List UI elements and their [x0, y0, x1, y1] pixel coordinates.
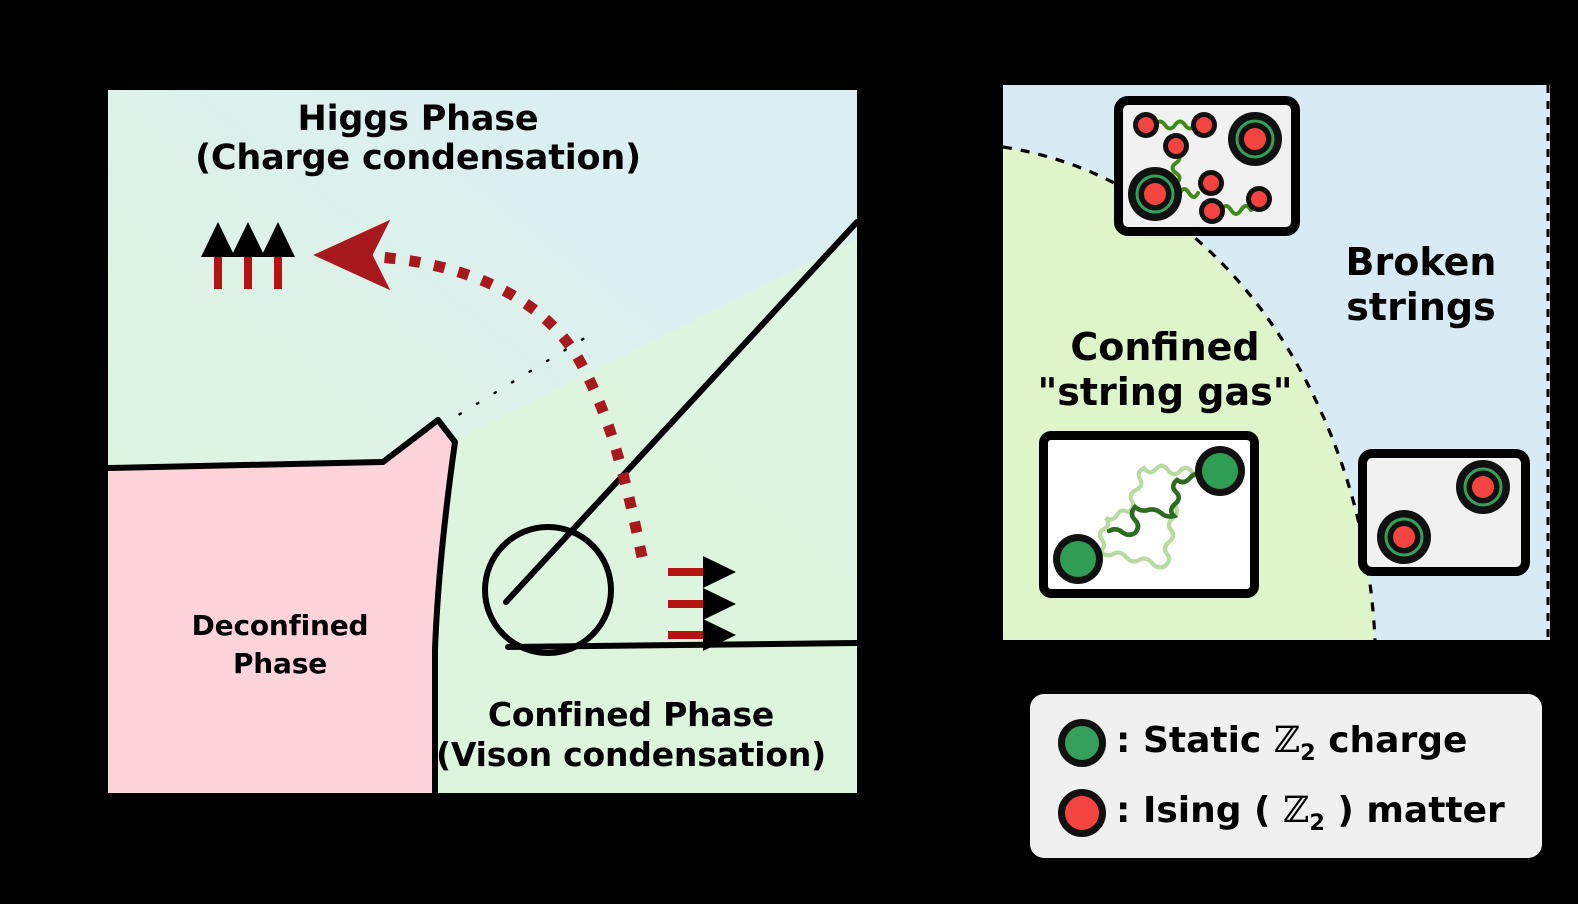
screened-static-charge [1228, 112, 1282, 166]
ising-matter-particle [1163, 133, 1189, 159]
screened-static-charge [1377, 510, 1431, 564]
legend-row-static-charge: : Static ℤ2 charge [1058, 708, 1542, 778]
legend-text-after: ) matter [1337, 789, 1505, 831]
confined-region-lower [435, 645, 857, 793]
fluctuating-string-light [1096, 463, 1219, 570]
critical-point-circle [482, 524, 614, 656]
ising-matter-particle [1191, 112, 1217, 138]
up-arrow [201, 222, 235, 289]
screened-static-charge [1456, 460, 1510, 514]
broken-strings-bottom-inset [1358, 449, 1530, 576]
broken-strings-top-inset-graphics [1128, 112, 1282, 224]
legend-separator: : [1116, 789, 1131, 831]
confined-string-gas-inset-graphics [1053, 446, 1245, 584]
confined-string-gas-inset [1039, 431, 1259, 598]
legend-row-ising-matter: : Ising ( ℤ2 ) matter [1058, 778, 1542, 848]
ising-matter-particle [1199, 198, 1225, 224]
up-arrows-group [201, 222, 295, 289]
ising-matter-particle [1198, 170, 1224, 196]
boundary-bottom-horizontal [505, 640, 857, 650]
legend-static-charge-text: : Static ℤ2 charge [1116, 720, 1467, 766]
boundary-higgs-deconfined [108, 417, 441, 471]
broken-strings-bottom-inset-graphics [1377, 460, 1510, 564]
left-panel-graphics [108, 90, 857, 793]
string-segment [1178, 187, 1200, 199]
left-phase-diagram-panel: Higgs Phase (Charge condensation) Deconf… [108, 90, 857, 793]
ising-matter-particle [1133, 112, 1159, 138]
legend-text-after: charge [1328, 719, 1468, 761]
right-arrow [668, 619, 736, 651]
screened-static-charge [1128, 167, 1182, 221]
right-arrow [668, 588, 736, 620]
deconfined-region [108, 420, 455, 793]
up-arrow [231, 222, 265, 289]
ising-matter-swatch-icon [1058, 789, 1106, 837]
fluctuating-string-dark [1106, 471, 1219, 538]
ising-matter-particle [1246, 186, 1272, 212]
legend-separator: : [1116, 719, 1131, 761]
z2-symbol: ℤ2 [1283, 789, 1325, 837]
static-charge [1195, 446, 1245, 496]
right-arrows-group [668, 556, 736, 651]
string-segment [1219, 204, 1253, 216]
legend-ising-matter-text: : Ising ( ℤ2 ) matter [1116, 790, 1505, 836]
right-arrow [668, 556, 736, 588]
static-charge-swatch-icon [1058, 719, 1106, 767]
legend-text-before: Static [1142, 719, 1262, 761]
boundary-higgs-confined-diagonal [503, 219, 857, 605]
legend-text-before: Ising ( [1142, 789, 1271, 831]
string-segment [1153, 119, 1197, 131]
static-charge [1053, 534, 1103, 584]
broken-strings-top-inset [1114, 96, 1300, 236]
symbol-legend: : Static ℤ2 charge : Ising ( ℤ2 ) matter [1030, 694, 1542, 858]
boundary-deconfined-confined [432, 417, 458, 793]
up-arrow [261, 222, 295, 289]
z2-symbol: ℤ2 [1273, 719, 1316, 767]
